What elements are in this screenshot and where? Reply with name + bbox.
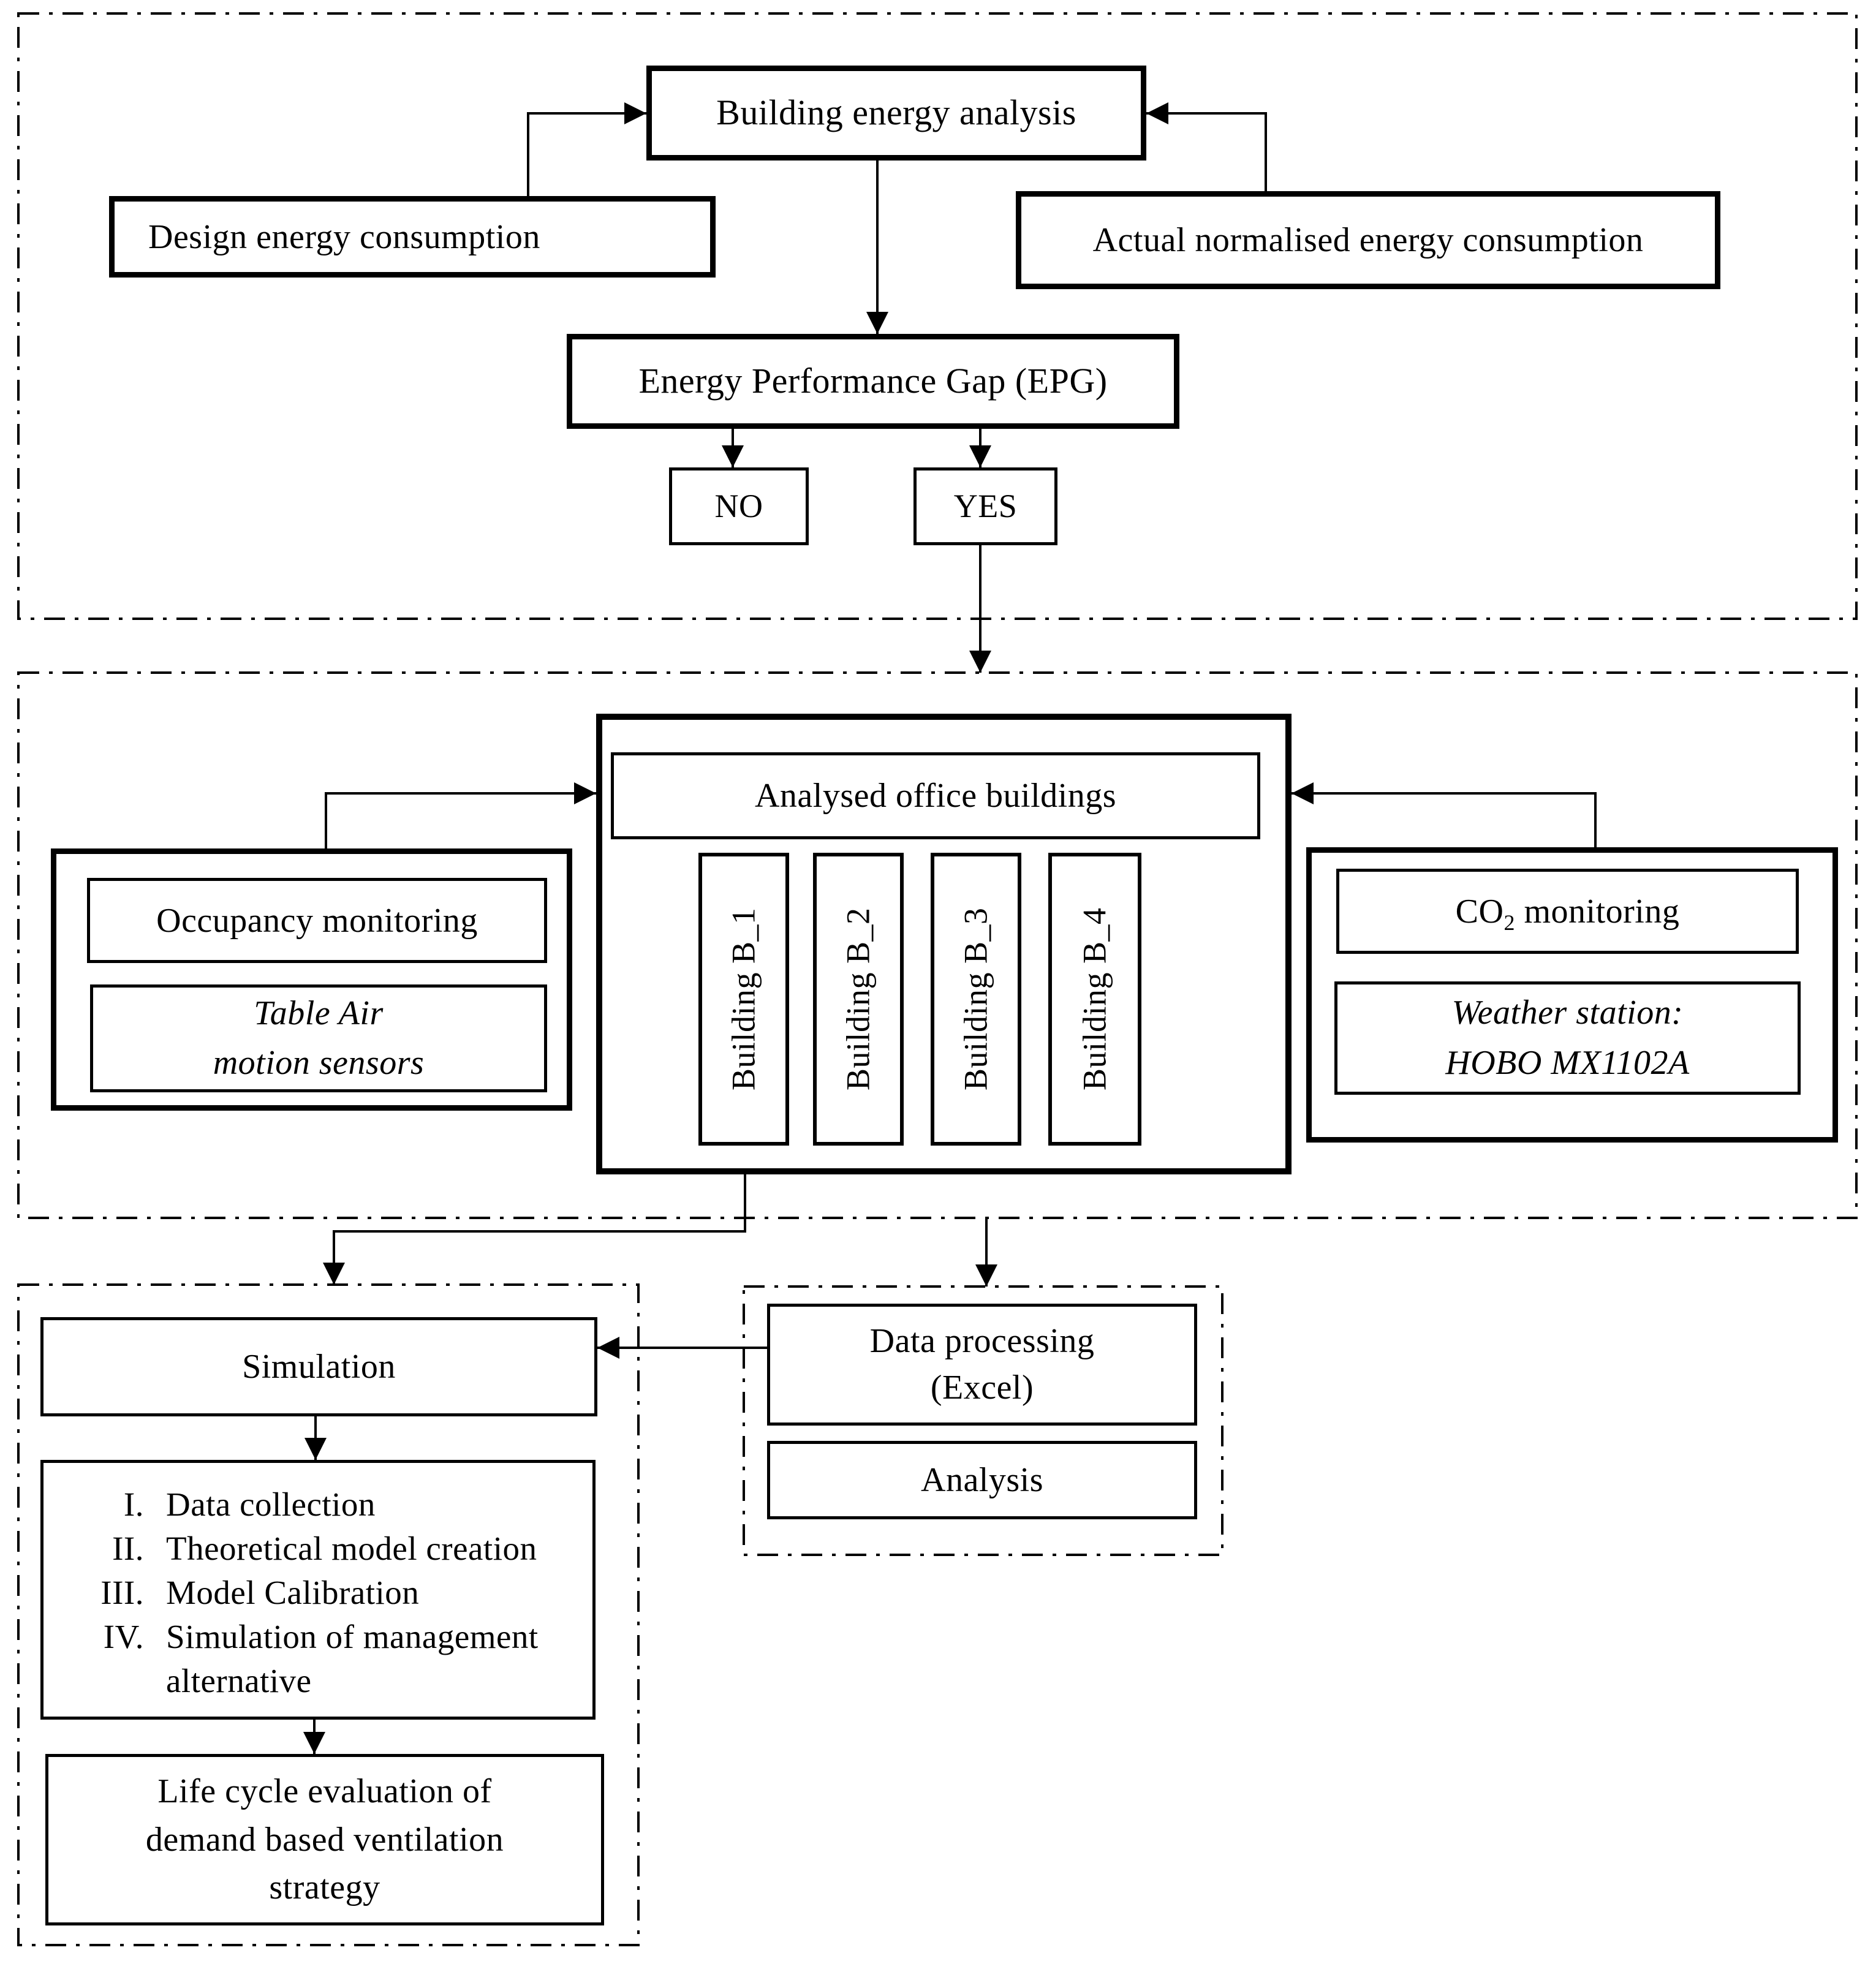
node-analysis-label: Analysis [921,1461,1043,1499]
node-life-cycle-evaluation: Life cycle evaluation of demand based ve… [45,1754,604,1925]
simulation-step-4-text: Simulation of management alternative [166,1618,539,1700]
connector-buildings-to-simulation-section [323,1174,746,1285]
node-co2-monitoring-group [1306,847,1838,1143]
data-processing-line2: (Excel) [930,1368,1034,1407]
node-simulation-label: Simulation [242,1348,396,1386]
node-building-b2-label: Building B_2 [839,907,877,1091]
node-co2-monitoring: CO2 monitoring [1336,869,1799,954]
node-energy-performance-gap-label: Energy Performance Gap (EPG) [638,361,1108,401]
node-analysed-office-buildings: Analysed office buildings [611,752,1260,839]
data-processing-line1: Data processing [869,1321,1095,1360]
life-cycle-line1: Life cycle evaluation of [157,1772,492,1811]
co2-prefix: CO [1455,892,1504,931]
node-design-energy-consumption-label: Design energy consumption [148,217,540,256]
section-border-energy-gap [17,12,1858,620]
node-simulation-steps: I. Data collection II. Theoretical model… [40,1460,596,1720]
node-actual-normalised-energy-consumption-label: Actual normalised energy consumption [1092,221,1644,259]
simulation-step-1-text: Data collection [166,1486,376,1523]
simulation-step-3: III. Model Calibration [52,1571,580,1615]
node-occupancy-monitoring: Occupancy monitoring [87,878,547,963]
node-building-b1-label: Building B_1 [725,907,762,1091]
simulation-step-4-numeral: IV. [103,1618,144,1656]
simulation-step-1-numeral: I. [123,1486,144,1523]
connector-co2-to-buildings [1292,782,1597,847]
section-border-simulation [17,1283,640,1946]
life-cycle-line3: strategy [269,1868,380,1907]
node-table-air-line2: motion sensors [213,1044,425,1082]
node-building-b3-label: Building B_3 [957,907,994,1091]
co2-suffix: monitoring [1515,892,1680,931]
node-building-b4-label: Building B_4 [1076,907,1113,1091]
connector-occupancy-to-buildings [325,782,596,848]
node-table-air-motion-sensors: Table Air motion sensors [90,984,547,1092]
node-building-b3: Building B_3 [931,853,1021,1146]
simulation-step-2-text: Theoretical model creation [166,1530,537,1568]
node-building-b4: Building B_4 [1048,853,1141,1146]
co2-subscript: 2 [1503,910,1515,935]
node-yes: YES [913,467,1057,545]
life-cycle-line2: demand based ventilation [145,1820,504,1859]
node-simulation: Simulation [40,1317,597,1416]
node-occupancy-monitoring-group [51,848,572,1111]
node-yes-label: YES [953,487,1018,524]
node-building-b1: Building B_1 [698,853,789,1146]
node-table-air-line1: Table Air [254,994,384,1032]
node-analysis: Analysis [767,1441,1197,1519]
node-data-processing: Data processing (Excel) [767,1304,1197,1426]
simulation-step-2: II. Theoretical model creation [52,1527,580,1571]
connector-actual-to-analysis [1146,102,1267,191]
node-no: NO [669,467,809,545]
simulation-step-2-numeral: II. [112,1530,144,1568]
node-building-energy-analysis-label: Building energy analysis [716,93,1076,133]
node-analysed-office-buildings-label: Analysed office buildings [754,777,1117,815]
node-weather-station: Weather station: HOBO MX1102A [1334,981,1801,1095]
simulation-step-4: IV. Simulation of management alternative [52,1615,580,1703]
section-border-data-processing [743,1285,1224,1556]
node-no-label: NO [714,487,763,524]
simulation-step-3-text: Model Calibration [166,1574,420,1612]
connector-design-to-analysis [527,102,646,196]
node-weather-station-line1: Weather station: [1451,994,1684,1032]
node-weather-station-line2: HOBO MX1102A [1445,1043,1690,1082]
node-actual-normalised-energy-consumption: Actual normalised energy consumption [1016,191,1720,289]
node-building-b2: Building B_2 [813,853,904,1146]
node-occupancy-monitoring-label: Occupancy monitoring [156,901,478,940]
node-design-energy-consumption: Design energy consumption [109,196,716,278]
node-energy-performance-gap: Energy Performance Gap (EPG) [567,334,1179,429]
simulation-step-1: I. Data collection [52,1483,580,1527]
simulation-step-3-numeral: III. [100,1574,144,1612]
node-co2-monitoring-label: CO2 monitoring [1455,890,1680,935]
node-building-energy-analysis: Building energy analysis [646,66,1146,161]
